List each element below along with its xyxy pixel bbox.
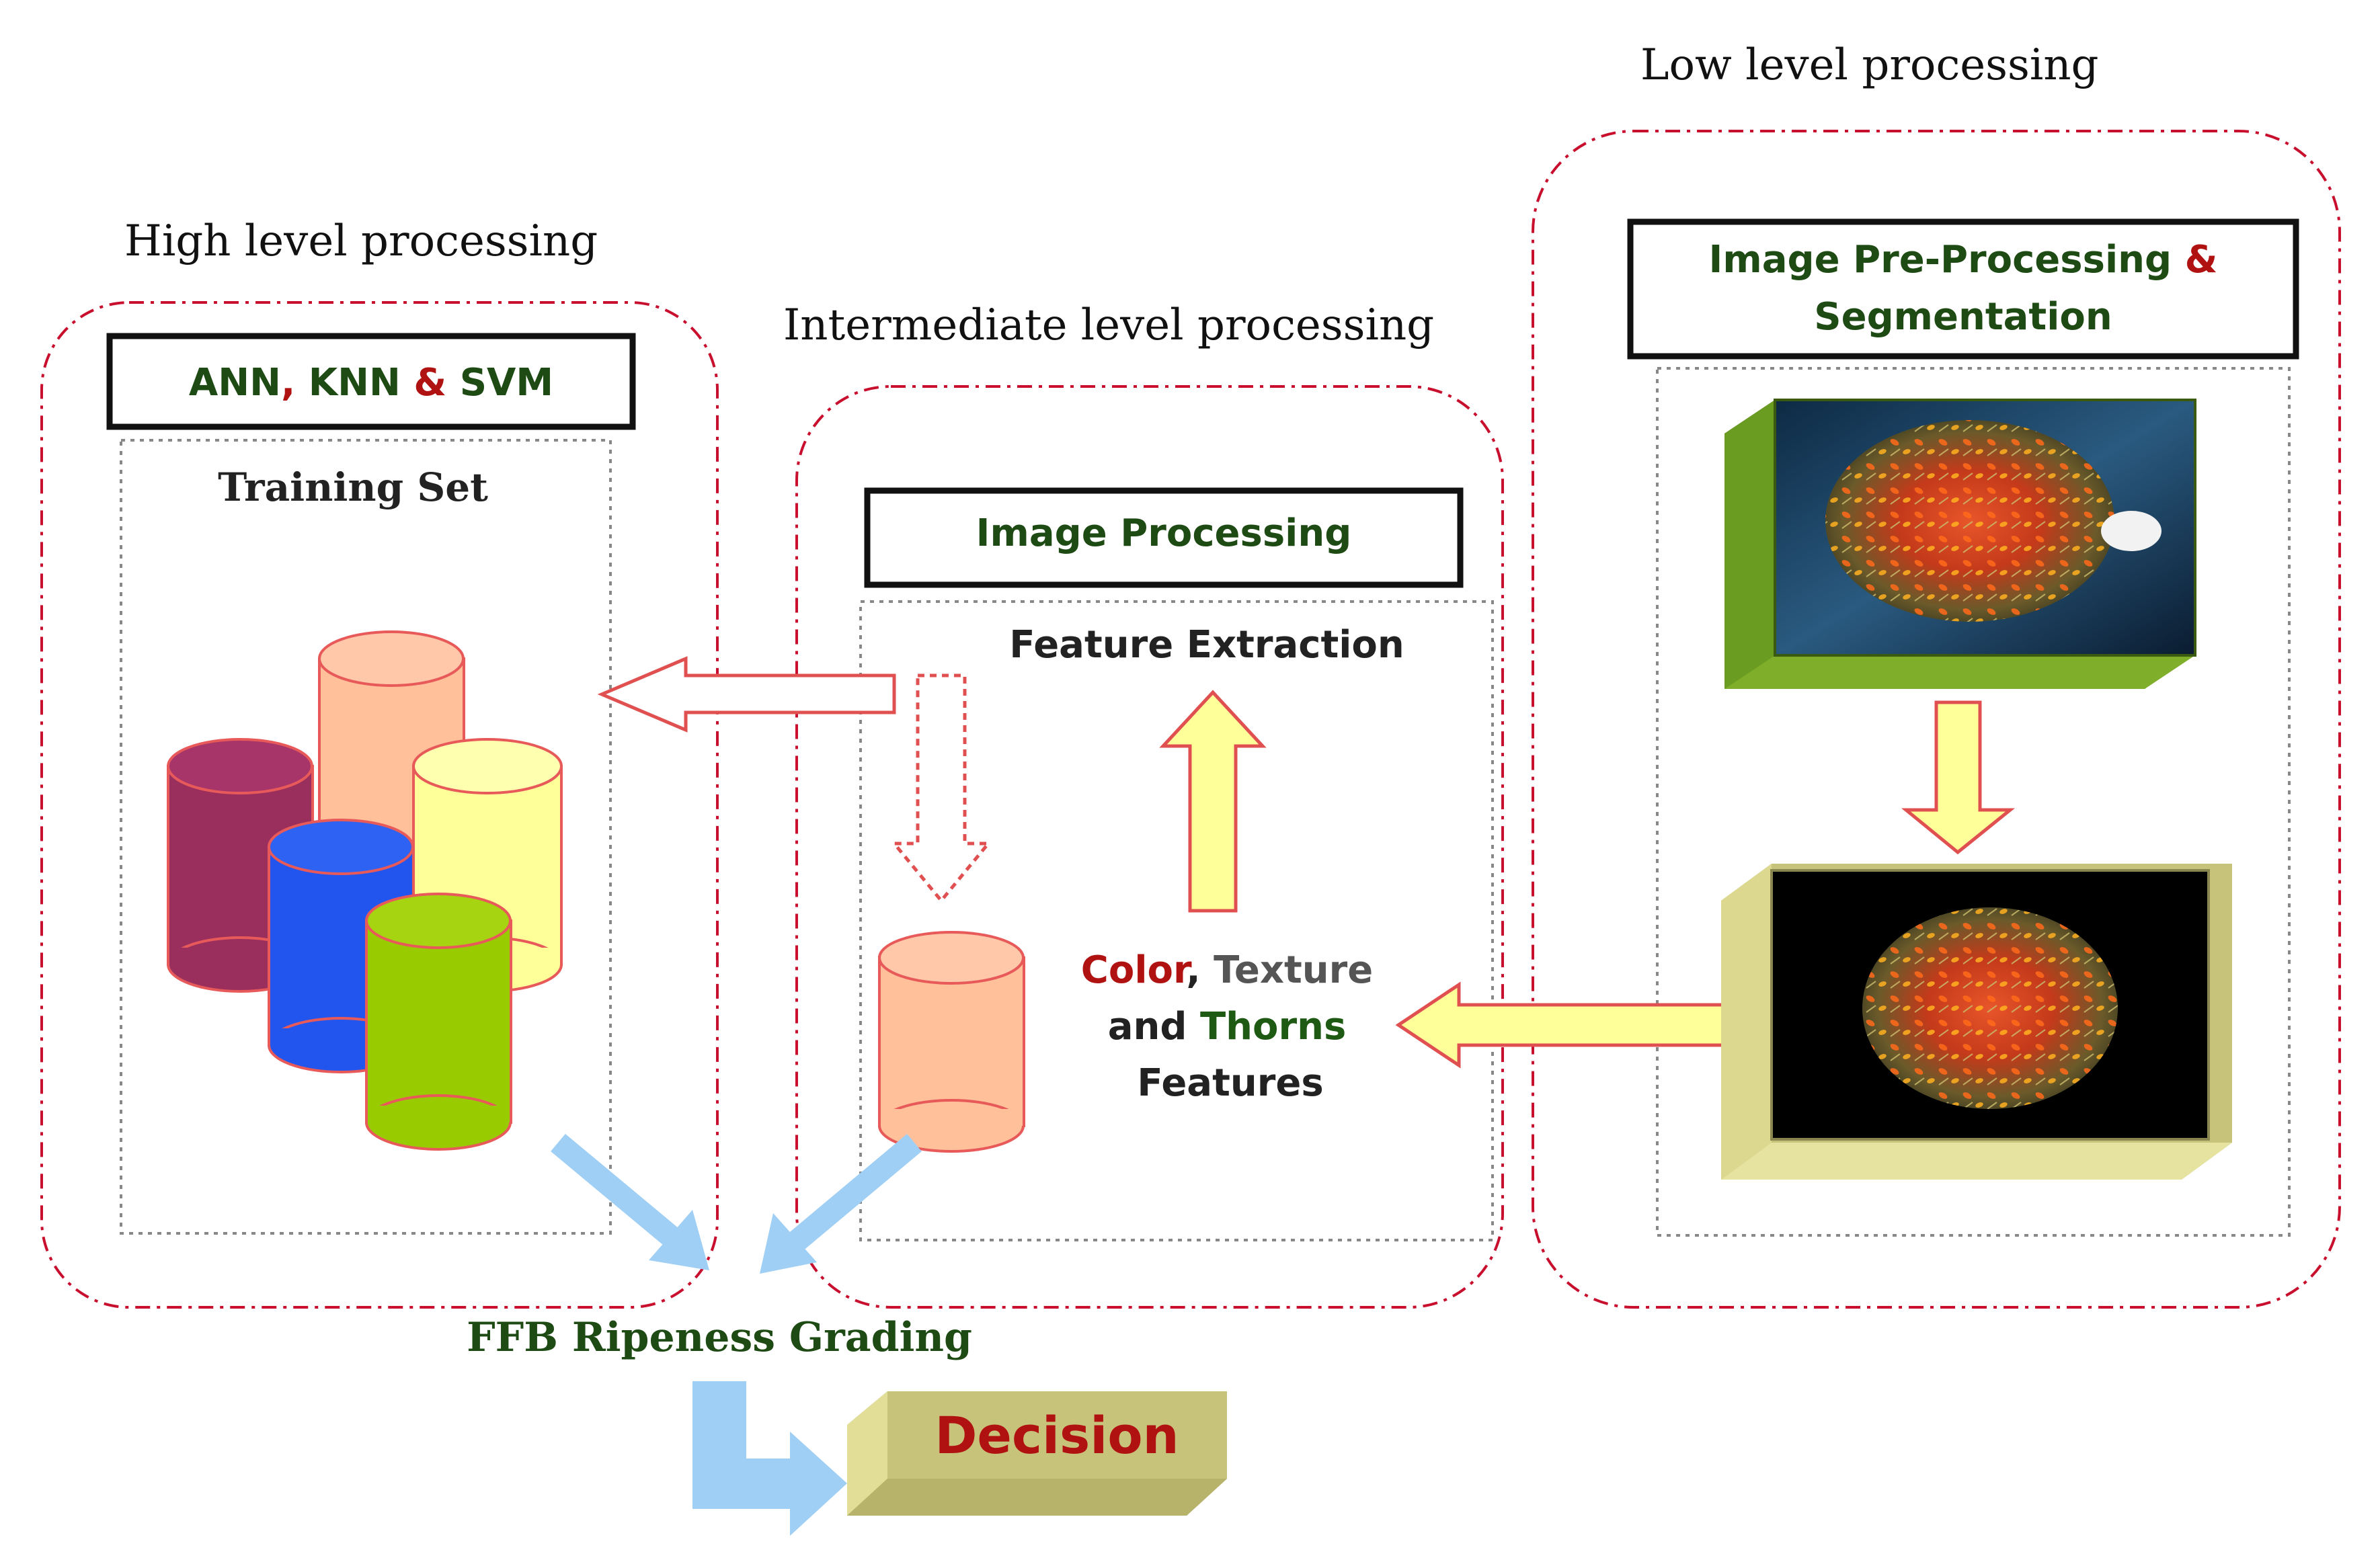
arrow-down-segmentation (1901, 700, 2016, 855)
knn-label: KNN (295, 361, 413, 405)
training-set-label: Training Set (218, 464, 488, 510)
preprocessing-line2: Segmentation (1814, 295, 2112, 339)
intermediate-level-title: Intermediate level processing (783, 300, 1434, 350)
feature-database-cylinder (878, 931, 1025, 1153)
arrow-up-feature-extraction (1159, 690, 1267, 913)
high-level-title: High level processing (124, 216, 598, 266)
ann-label: ANN (189, 361, 281, 405)
ffb-ripeness-grading-label: FFB Ripeness Grading (467, 1314, 972, 1361)
svg-text:and Thorns: and Thorns (1108, 1005, 1347, 1049)
low-level-title: Low level processing (1640, 40, 2099, 90)
image-processing-label: Image Processing (976, 511, 1352, 555)
decision-label: Decision (935, 1405, 1179, 1465)
intermediate-level-group (795, 385, 1504, 1309)
image-processing-box: Image Processing (864, 487, 1464, 588)
texture-label: Texture (1201, 948, 1374, 992)
and-label: and (1108, 1005, 1200, 1049)
preprocessing-box: Image Pre-Processing & Segmentation (1627, 218, 2299, 360)
svm-label: SVM (446, 361, 553, 405)
ampersand: & (413, 361, 446, 405)
feature-extraction-label: Feature Extraction (1009, 623, 1404, 667)
high-level-group (40, 301, 719, 1309)
raw-image-frame (1724, 399, 2196, 689)
svg-text:ANN, KNN & SVM: ANN, KNN & SVM (189, 361, 553, 405)
arrow-to-training-set (597, 656, 896, 733)
blue-arrow-to-decision (692, 1381, 847, 1536)
arrow-dotted-down (890, 673, 992, 903)
training-cylinders (167, 630, 563, 1151)
segmented-image-frame (1721, 864, 2232, 1180)
feature-extraction-panel (859, 600, 1494, 1241)
thorns-label: Thorns (1200, 1005, 1346, 1049)
svg-text:Image Pre-Processing &: Image Pre-Processing & (1709, 238, 2218, 282)
training-set-panel (120, 439, 612, 1235)
blue-converging-arrows (551, 1133, 922, 1274)
segmented-fruit-image (1862, 907, 2118, 1109)
classifiers-box: ANN, KNN & SVM (106, 333, 636, 430)
preprocessing-panel (1656, 367, 2291, 1237)
preprocessing-line1: Image Pre-Processing (1709, 238, 2185, 282)
arrow-to-features (1395, 981, 1730, 1069)
palm-fruit-bunch-image (1825, 420, 2161, 622)
features-comma: , (1186, 948, 1200, 992)
decision-box: Decision (847, 1391, 1227, 1516)
svg-text:Color, Texture: Color, Texture (1081, 948, 1374, 992)
color-label: Color (1081, 948, 1192, 992)
preprocessing-amp: & (2185, 238, 2218, 282)
features-label: Color, Texture and Thorns Features (1081, 948, 1374, 1105)
features-word: Features (1137, 1061, 1323, 1105)
cylinder-green (365, 893, 512, 1151)
comma-sep: , (281, 361, 295, 405)
